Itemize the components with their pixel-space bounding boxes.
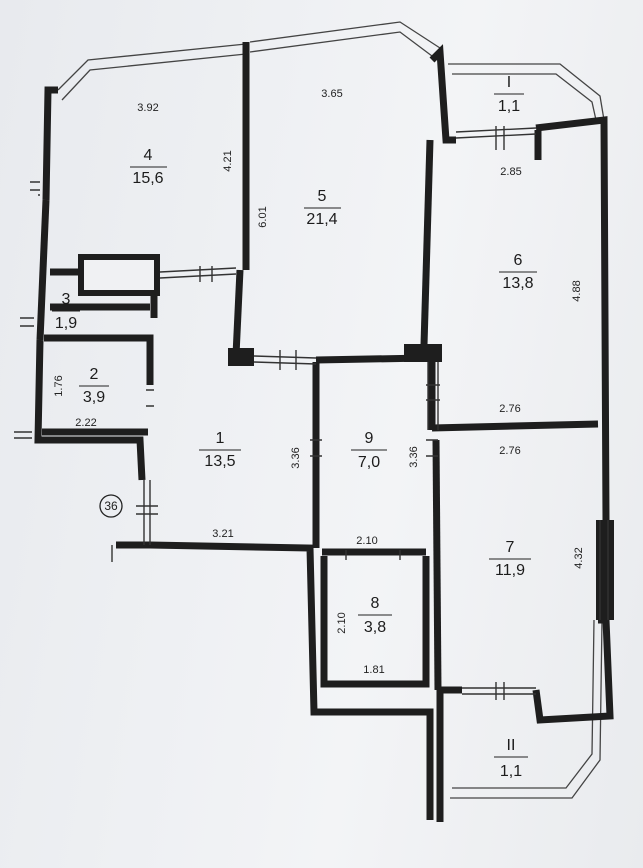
room-1-area: 13,5: [204, 453, 235, 470]
interior-walls: [42, 268, 599, 691]
apartment-number: 36: [104, 499, 118, 513]
dim-r6-height: 4.88: [571, 280, 583, 301]
room-8-number: 8: [371, 595, 380, 612]
room-1-number: 1: [216, 430, 225, 447]
room-5-number: 5: [318, 188, 327, 205]
exterior-walls: [34, 42, 614, 822]
wall-blocks: [78, 254, 614, 620]
room-labels: 4 15,6 5 21,4 6 13,8 3 1,9 2 3,9 1 13,5 …: [52, 147, 537, 636]
room-4-number: 4: [144, 147, 153, 164]
dim-r6-bottom: 2.76: [499, 403, 520, 415]
room-6-number: 6: [514, 252, 523, 269]
openings: [14, 126, 609, 700]
room-2-area: 3,9: [83, 389, 105, 406]
balcony-outlines: [57, 21, 605, 799]
dim-r5-width: 3.65: [321, 88, 342, 100]
room-7-area: 11,9: [495, 562, 525, 579]
dim-r9-width: 2.10: [356, 535, 377, 547]
dim-r7-height: 4.32: [573, 547, 585, 568]
dim-r2-width: 2.22: [75, 417, 96, 429]
dim-r1-height: 3.36: [290, 447, 302, 468]
balcony-2-area: 1,1: [500, 763, 522, 780]
room-4-area: 15,6: [132, 170, 163, 187]
dim-r7-top: 2.76: [499, 445, 520, 457]
room-2-number: 2: [90, 366, 99, 383]
apartment-number-marker: 36: [99, 494, 123, 518]
dim-r2-height: 1.76: [53, 375, 65, 396]
dim-r4-width: 3.92: [137, 102, 158, 114]
room-3-area: 1,9: [55, 315, 77, 332]
room-6-area: 13,8: [502, 275, 533, 292]
balcony-2-number: II: [507, 737, 516, 754]
room-8-area: 3,8: [364, 619, 386, 636]
room-7-number: 7: [506, 539, 515, 556]
balcony-1-area: 1,1: [498, 98, 520, 115]
dim-r1-width: 3.21: [212, 528, 233, 540]
room-5-area: 21,4: [306, 211, 337, 228]
balcony-labels: I 1,1 II 1,1: [494, 74, 528, 780]
room-3-number: 3: [62, 291, 71, 308]
room-9-number: 9: [365, 430, 374, 447]
dim-r6-width: 2.85: [500, 166, 521, 178]
dim-r5-height: 6.01: [257, 206, 269, 227]
dimension-labels: 3.92 4.21 3.65 6.01 2.85 4.88 2.76 2.76 …: [53, 88, 585, 676]
dim-r8-height: 2.10: [336, 612, 348, 633]
dim-r9-height: 3.36: [408, 446, 420, 467]
balcony-1-number: I: [507, 74, 511, 91]
dim-r8-width: 1.81: [363, 664, 384, 676]
room-9-area: 7,0: [358, 454, 380, 471]
dim-r4-height: 4.21: [222, 150, 234, 171]
